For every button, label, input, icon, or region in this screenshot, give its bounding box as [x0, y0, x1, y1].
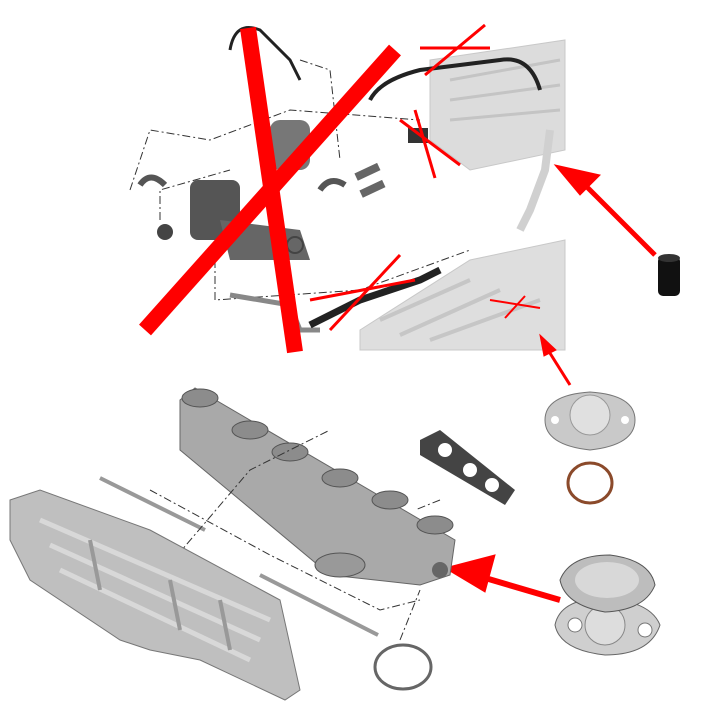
faded-intake-manifold [359, 239, 566, 351]
vacuum-hose [228, 26, 302, 81]
egr-hose [368, 57, 542, 102]
egr-pipe-dark [308, 266, 442, 329]
faded-pipe [516, 129, 554, 232]
egr-assembly [129, 59, 471, 301]
blanking-plate-with-gasket [554, 554, 661, 656]
blanking-cap [658, 254, 680, 296]
heat-shield [9, 489, 301, 701]
arrow-to-pipe [553, 164, 657, 257]
exhaust-ring-gasket [373, 643, 433, 691]
egr-cooler-pipe [229, 292, 320, 333]
exhaust-manifold [179, 387, 456, 586]
arrow-to-manifold [443, 554, 561, 603]
studs [99, 476, 379, 637]
arrow-to-intake [539, 333, 572, 386]
blanking-plate [544, 391, 636, 451]
manifold-gasket [420, 430, 515, 505]
cross-out-mark [139, 23, 541, 354]
o-ring [566, 461, 614, 505]
